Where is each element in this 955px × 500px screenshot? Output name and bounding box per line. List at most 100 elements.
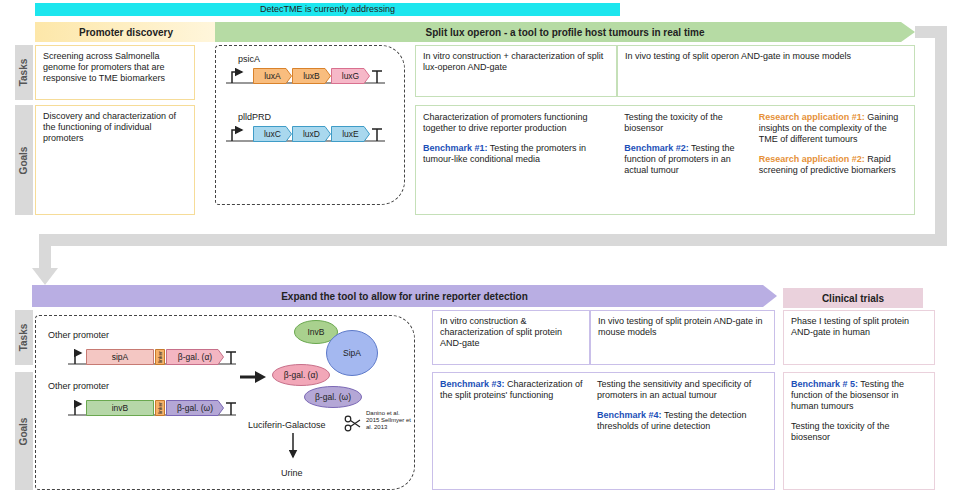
blob-shape [327, 331, 378, 376]
gene-box: luxD [292, 126, 331, 142]
terminator-symbol [372, 129, 382, 141]
node-text: Luciferin-Galactose [248, 420, 348, 431]
promoter-arrow [232, 72, 242, 83]
linker-box: linker [155, 400, 165, 416]
text-column: Research application #1: Gaining insight… [752, 106, 914, 214]
scissors-symbol [351, 420, 361, 427]
node-text: luxB [303, 71, 320, 81]
band-shape [32, 285, 777, 307]
promoter-arrow [75, 404, 81, 415]
node-text: Danino et al. 2015 Sellmyer et al. 2013 [366, 410, 412, 431]
rect-shape [156, 401, 165, 416]
node-text: Benchmark #2: Testing the function of pr… [624, 143, 744, 176]
text-column: Characterization of promoters functionin… [416, 106, 617, 214]
gene-box: β-gal. (ω) [166, 400, 224, 416]
row-label: Goals [15, 372, 33, 490]
text-column: Testing the toxicity of the biosensorBen… [617, 106, 751, 214]
flow-connector [32, 32, 941, 285]
node-text: sipA [112, 352, 129, 362]
goal-box: Discovery and characterization of the fu… [35, 105, 195, 215]
promoter-arrow [232, 130, 242, 141]
gene-box: luxA [253, 68, 292, 84]
node-text: Benchmark # 5: Testing the function of t… [791, 379, 927, 412]
node-text: Benchmark #3: Characterization of the sp… [440, 379, 583, 401]
node-text: In vivo testing of split protein AND-gat… [598, 316, 767, 338]
cleavage-arrow [292, 433, 294, 457]
terminator-symbol [372, 71, 382, 83]
pent-shape [332, 69, 370, 84]
gene-box: β-gal. (α) [166, 349, 224, 365]
pent-shape [167, 401, 224, 416]
node-text: Research application #2: Rapid screening… [759, 154, 907, 176]
node-text: luxG [342, 71, 359, 81]
rect-shape [87, 401, 154, 416]
node-text: Split lux operon - a tool to profile hos… [426, 27, 705, 38]
node-text: DetecTME is currently addressing [260, 4, 395, 15]
node-text: Screening across Salmonella genome for p… [43, 51, 187, 84]
node-text: Expand the tool to allow for urine repor… [281, 291, 528, 302]
linker-box: linker [155, 349, 165, 365]
terminator-symbol [226, 352, 236, 364]
rect-shape [87, 350, 154, 365]
node-text: Phase I testing of split protein AND-gat… [791, 316, 927, 338]
pent-shape [332, 127, 370, 142]
node-text: luxA [264, 71, 281, 81]
promoter-arrow [75, 353, 81, 364]
node-text: Goals [19, 146, 30, 174]
gene-box: luxG [331, 68, 370, 84]
node-text: luxC [264, 129, 281, 139]
gene-box: sipA [86, 349, 154, 365]
scissors-symbol [345, 425, 351, 431]
phase-arrow-band: Expand the tool to allow for urine repor… [32, 285, 777, 307]
node-text: In vivo testing of split operon AND-gate… [625, 51, 907, 62]
gene-box: luxB [292, 68, 331, 84]
node-text: Tasks [19, 324, 30, 352]
row-label: Tasks [15, 45, 33, 100]
node-text: In vitro construction + characterization… [423, 51, 609, 73]
node-text: psicA [238, 54, 298, 65]
task-box: In vitro construction + characterization… [415, 45, 617, 97]
header-bar: DetecTME is currently addressing [35, 3, 620, 16]
task-box: In vivo testing of split operon AND-gate… [617, 45, 915, 97]
node-text: β-gal. (ω) [315, 392, 351, 402]
node-text: Clinical trials [822, 293, 884, 304]
node-text: Benchmark #4: Testing the detection thre… [597, 410, 767, 432]
task-box: In vitro construction & characterization… [432, 310, 590, 365]
blob-shape [305, 387, 362, 408]
node-text: Promoter discovery [79, 27, 173, 38]
task-box: Screening across Salmonella genome for p… [35, 45, 195, 100]
node-text: In vitro construction & characterization… [440, 316, 582, 349]
node-text: InvB [307, 327, 324, 337]
row-label: Goals [15, 105, 33, 215]
phase-band: Clinical trials [783, 288, 923, 308]
node-text: Benchmark #1: Testing the promoters in t… [423, 143, 610, 165]
node-text: Discovery and characterization of the fu… [43, 111, 187, 144]
node-text: Other promoter [48, 330, 123, 341]
connector-arrowhead [32, 268, 58, 285]
protein-blob: β-gal. (α) [272, 364, 330, 386]
node-text: Characterization of promoters functionin… [423, 112, 610, 134]
gene-box: luxE [331, 126, 370, 142]
node-text: Goals [19, 417, 30, 445]
phase-band: Promoter discovery [35, 22, 217, 42]
node-text: Research application #1: Gaining insight… [759, 112, 907, 145]
protein-blob: SipA [326, 330, 378, 376]
expression-arrowhead [255, 371, 266, 383]
terminator-symbol [226, 403, 236, 415]
gene-box: luxC [253, 126, 292, 142]
node-text: Other promoter [48, 381, 123, 392]
scissors-symbol [345, 416, 351, 422]
pent-shape [254, 127, 292, 142]
node-text: luxD [303, 129, 320, 139]
goal-box: Characterization of promoters functionin… [415, 105, 915, 215]
node-text: SipA [343, 348, 361, 358]
node-text: β-gal. (α) [178, 352, 212, 362]
gene-box: invB [86, 400, 154, 416]
text-column: Testing the sensitivity and specificity … [590, 373, 774, 489]
text-column: Benchmark # 5: Testing the function of t… [784, 373, 934, 489]
node-text: Urine [281, 468, 321, 479]
pent-shape [254, 69, 292, 84]
pent-shape [293, 127, 331, 142]
goal-box: Benchmark # 5: Testing the function of t… [783, 372, 935, 490]
node-text: luxE [342, 129, 359, 139]
